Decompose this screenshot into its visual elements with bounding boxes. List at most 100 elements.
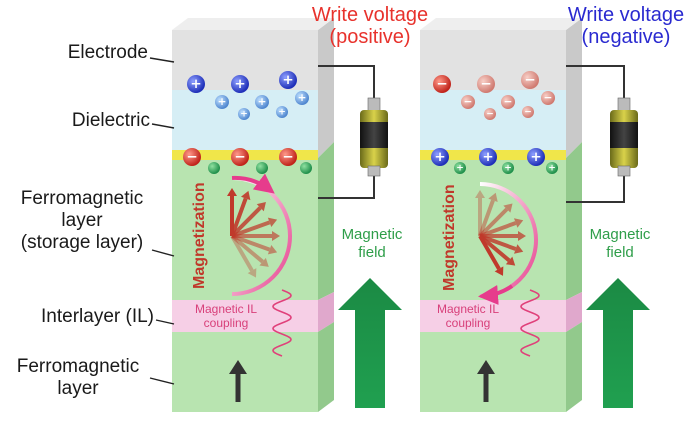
electrode-charges: −−−−−−−−	[433, 71, 555, 120]
svg-text:+: +	[234, 76, 245, 92]
wire-top	[318, 65, 375, 105]
charge-negative: −	[501, 95, 515, 109]
label-interlayer: Interlayer (IL)	[41, 306, 154, 327]
il-coupling-label-left: Magnetic IL coupling	[194, 302, 258, 330]
charge-positive: +	[231, 75, 249, 93]
svg-text:−: −	[524, 72, 535, 88]
charge-positive: +	[479, 148, 497, 166]
coupling-wave	[272, 289, 292, 357]
wire-top	[566, 65, 625, 105]
charge-negative: −	[279, 148, 297, 166]
charge-positive: +	[215, 95, 229, 109]
wire-bottom	[566, 172, 625, 203]
electron-cloud	[208, 162, 220, 174]
interlayer	[420, 300, 566, 332]
magnetization-arrow	[232, 231, 280, 241]
bottom-magnetization-head	[477, 360, 495, 374]
il-coupling-label-right: Magnetic IL coupling	[436, 302, 500, 330]
magnetic-field-label-left: Magnetic field	[341, 226, 403, 261]
rotation-arrowhead	[478, 284, 514, 305]
magnetization-arrow	[231, 234, 278, 255]
magnetization-arrow	[479, 234, 524, 254]
panel-positive: + + + + + + + + − − −	[172, 18, 402, 412]
charge-negative: −	[477, 75, 495, 93]
magnetization-arrow	[479, 218, 524, 238]
svg-text:+: +	[298, 92, 307, 104]
svg-text:−: −	[524, 108, 532, 118]
magnetization-arrow	[230, 234, 269, 267]
svg-text:−: −	[234, 149, 245, 165]
svg-text:−: −	[282, 149, 293, 165]
svg-text:−: −	[436, 76, 447, 92]
bottom-layer-side	[318, 322, 334, 412]
bottom-magnetization-head	[229, 360, 247, 374]
svg-text:−: −	[504, 96, 513, 108]
svg-text:+: +	[482, 149, 493, 165]
svg-text:+: +	[548, 164, 556, 174]
svg-text:−: −	[486, 110, 494, 120]
charge-positive: +	[295, 91, 309, 105]
svg-text:+: +	[530, 149, 541, 165]
magnetization-label-left: Magnetization	[191, 182, 208, 289]
svg-text:+: +	[218, 96, 227, 108]
svg-text:+: +	[282, 72, 293, 88]
electron-cloud: +	[454, 162, 466, 174]
svg-text:+: +	[190, 76, 201, 92]
label-storage-layer: Ferromagnetic layer (storage layer)	[20, 188, 144, 253]
svg-text:+: +	[456, 164, 464, 174]
interface-charges: + + + + + +	[431, 148, 558, 174]
magnetization-arrows	[475, 190, 526, 276]
charge-positive: +	[255, 95, 269, 109]
write-voltage-negative: Write voltage (negative)	[567, 4, 685, 48]
svg-text:+: +	[278, 108, 286, 118]
magnetic-field-arrow	[586, 278, 650, 408]
charge-negative: −	[433, 75, 451, 93]
coupling-wave	[520, 289, 540, 357]
magnetization-arrow	[480, 231, 526, 241]
interlayer-side	[318, 292, 334, 332]
magnetization-arrows	[227, 188, 280, 278]
interlayer	[172, 300, 318, 332]
svg-text:−: −	[186, 149, 197, 165]
magnetization-arrow	[230, 235, 257, 278]
charge-negative: −	[522, 106, 534, 118]
charge-positive: +	[238, 108, 250, 120]
magnetization-arrow	[230, 202, 266, 238]
electron-cloud	[300, 162, 312, 174]
charge-negative: −	[461, 95, 475, 109]
charge-negative: −	[183, 148, 201, 166]
top-face	[172, 18, 334, 30]
svg-text:+: +	[240, 110, 248, 120]
charge-negative: −	[541, 91, 555, 105]
magnetization-arrow	[231, 217, 278, 238]
electron-cloud: +	[546, 162, 558, 174]
svg-text:+: +	[434, 149, 445, 165]
magnetic-field-label-right: Magnetic field	[589, 226, 651, 261]
magnetization-arrow	[478, 203, 513, 238]
charge-positive: +	[276, 106, 288, 118]
magnetization-arrow	[478, 234, 516, 266]
label-dielectric: Dielectric	[71, 110, 150, 131]
magnetization-arrow	[475, 190, 485, 236]
interface-charges: −−−	[183, 148, 312, 174]
svg-text:+: +	[258, 96, 267, 108]
charge-positive: +	[431, 148, 449, 166]
svg-text:−: −	[480, 76, 491, 92]
wire-bottom	[318, 172, 375, 199]
magnetization-arrow	[227, 188, 237, 236]
svg-text:−: −	[464, 96, 473, 108]
storage-layer-side	[318, 142, 334, 300]
panel-negative: −−−−−−−− ++++++	[420, 18, 650, 412]
charge-negative: −	[231, 148, 249, 166]
electron-cloud	[256, 162, 268, 174]
svg-text:+: +	[504, 164, 512, 174]
magnetization-arrow	[478, 192, 498, 237]
charge-negative: −	[521, 71, 539, 89]
label-pointers	[149, 57, 175, 385]
label-bottom-layer: Ferromagnetic layer	[16, 356, 140, 399]
label-electrode: Electrode	[67, 42, 148, 63]
magnetic-field-arrow	[338, 278, 402, 408]
magnetization-label-right: Magnetization	[441, 184, 458, 291]
